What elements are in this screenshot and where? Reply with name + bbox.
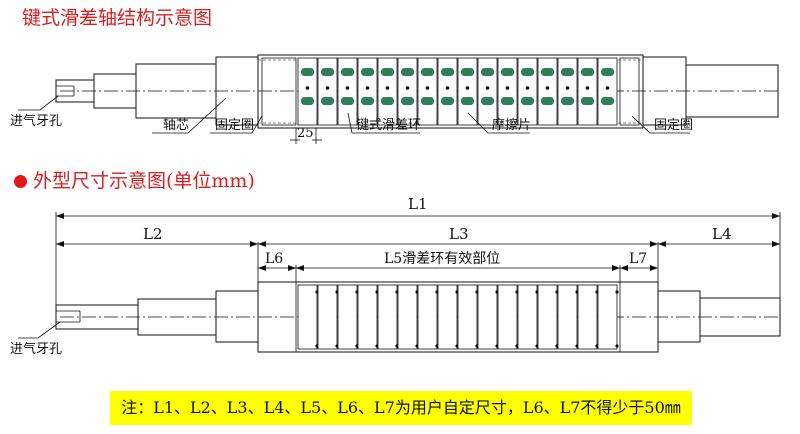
shaft2-step-left-2 — [215, 290, 259, 343]
friction-plate — [421, 97, 434, 105]
friction-plate — [341, 97, 354, 105]
dim-l3: L3 — [449, 225, 469, 243]
friction-plate — [581, 68, 594, 76]
key-pin — [485, 86, 490, 90]
friction-plate — [481, 68, 494, 76]
friction-plate — [521, 68, 534, 76]
ring-segment — [457, 284, 478, 350]
key-pin — [305, 86, 310, 90]
red-bullet-icon — [14, 175, 27, 188]
dimension-title-text: 外型尺寸示意图(单位mm) — [33, 170, 255, 192]
friction-plate — [601, 68, 614, 76]
slip-ring-segments — [297, 284, 619, 350]
ring-segment — [397, 284, 418, 350]
structure-diagram-title: 键式滑差轴结构示意图 — [22, 7, 213, 29]
ring-dot — [615, 344, 619, 348]
fixed-ring-left — [261, 57, 297, 126]
friction-plate — [301, 97, 314, 105]
friction-plate-label: 摩擦片 — [492, 117, 531, 133]
dim-l1: L1 — [408, 195, 428, 213]
friction-plate — [401, 97, 414, 105]
key-pin — [385, 86, 390, 90]
friction-plate — [401, 68, 414, 76]
friction-plate — [321, 68, 334, 76]
key-pin — [585, 86, 590, 90]
ring-segment — [357, 284, 378, 350]
key-pin — [365, 86, 370, 90]
friction-plate — [461, 68, 474, 76]
key-pin — [405, 86, 410, 90]
ring-segment — [377, 284, 398, 350]
friction-plate — [441, 68, 454, 76]
fixed-ring-right-label: 固定圈 — [654, 118, 693, 133]
friction-plate — [601, 97, 614, 105]
key-pin — [345, 86, 350, 90]
ring-segment — [317, 284, 338, 350]
ring-segment — [497, 284, 518, 350]
friction-plate — [321, 97, 334, 105]
friction-plate — [361, 97, 374, 105]
friction-plate — [521, 97, 534, 105]
friction-plate — [481, 97, 494, 105]
friction-plate — [421, 68, 434, 76]
key-pin — [425, 86, 430, 90]
friction-plate — [301, 68, 314, 76]
ring-segment — [597, 284, 618, 350]
key-pin — [545, 86, 550, 90]
ring-segment — [477, 284, 498, 350]
ring-segment — [437, 284, 458, 350]
fixed-ring-right — [619, 57, 640, 126]
dimension-diagram-title: 外型尺寸示意图(单位mm) — [14, 172, 255, 191]
friction-plate — [501, 97, 514, 105]
key-pin — [325, 86, 330, 90]
ring-segment — [537, 284, 558, 350]
ring-segment — [517, 284, 538, 350]
friction-plate — [381, 97, 394, 105]
dim-l5: L5滑差环有效部位 — [384, 250, 500, 267]
shaft-core-label: 轴芯 — [163, 118, 189, 133]
air-hole-label: 进气牙孔 — [10, 113, 62, 129]
ring-segment — [557, 284, 578, 350]
pitch-label: 25 — [297, 126, 314, 141]
note-banner: 注：L1、L2、L3、L4、L5、L6、L7为用户自定尺寸，L6、L7不得少于5… — [110, 391, 692, 425]
friction-plate — [361, 68, 374, 76]
friction-plate — [341, 68, 354, 76]
dim-l7: L7 — [629, 251, 647, 267]
fixed-ring-left-label: 固定圈 — [215, 118, 254, 133]
dim-l6: L6 — [265, 251, 283, 267]
friction-plate — [561, 97, 574, 105]
key-pin — [445, 86, 450, 90]
friction-plate — [381, 68, 394, 76]
friction-plate — [561, 68, 574, 76]
friction-plate — [461, 97, 474, 105]
key-pin — [525, 86, 530, 90]
ring-segment — [577, 284, 598, 350]
key-pin — [605, 86, 610, 90]
friction-plate — [441, 97, 454, 105]
dim-l2: L2 — [143, 225, 163, 243]
key-ring-label: 键式滑差环 — [356, 118, 421, 133]
air-hole-label-2: 进气牙孔 — [10, 341, 62, 357]
key-pin — [505, 86, 510, 90]
friction-plate — [581, 97, 594, 105]
ring-dot — [615, 290, 619, 294]
dim-l4: L4 — [712, 225, 732, 243]
key-slip-rings — [297, 57, 618, 126]
ring-segment — [337, 284, 358, 350]
ring-segment — [297, 284, 318, 350]
friction-plate — [541, 97, 554, 105]
friction-plate — [501, 68, 514, 76]
shaft2-step-right-1 — [657, 290, 701, 343]
key-pin — [565, 86, 570, 90]
ring-segment — [417, 284, 438, 350]
friction-plate — [541, 68, 554, 76]
key-pin — [465, 86, 470, 90]
